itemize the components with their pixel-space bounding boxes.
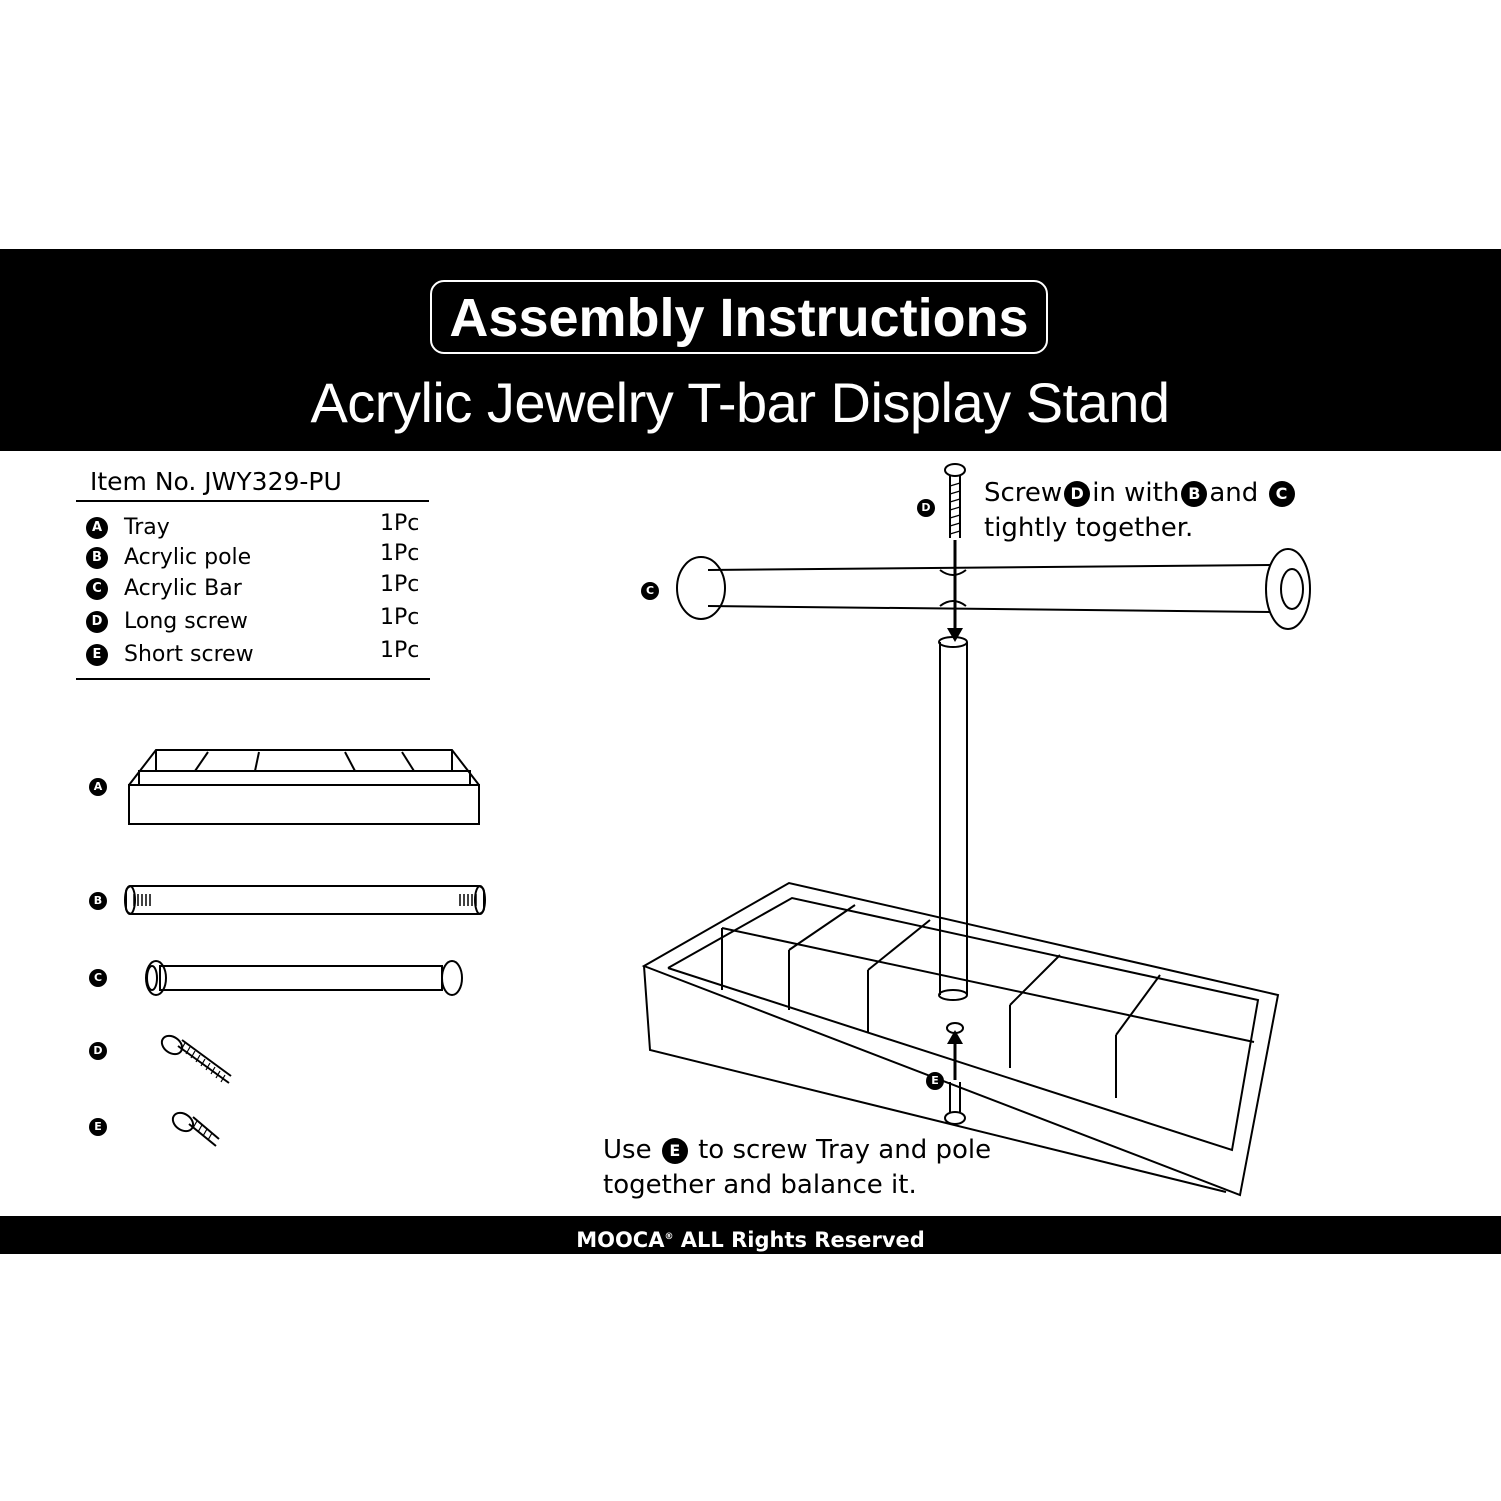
part-row-c: C Acrylic Bar 1Pc — [86, 572, 426, 604]
bar-part-illustration — [145, 960, 463, 996]
header-band — [0, 249, 1501, 451]
part-quantity: 1Pc — [380, 511, 420, 536]
parts-list-bottom-rule — [76, 678, 430, 680]
instruction-badge: E — [661, 1138, 688, 1164]
assembly-short-screw — [944, 1082, 966, 1125]
part-row-b: B Acrylic pole 1Pc — [86, 541, 426, 573]
parts-list-top-rule — [76, 500, 429, 502]
diagram-label-d: D — [89, 1042, 107, 1060]
long-screw-illustration — [160, 1034, 232, 1084]
arrow-down-head — [947, 628, 963, 642]
part-letter-badge: D — [86, 611, 108, 633]
part-name: Short screw — [124, 642, 254, 667]
part-letter-badge: A — [86, 517, 108, 539]
part-letter-badge: E — [86, 644, 108, 666]
part-row-a: A Tray 1Pc — [86, 511, 426, 543]
part-letter-badge: B — [86, 547, 108, 569]
page-title: Assembly Instructions — [430, 280, 1048, 354]
assembly-t-bar — [676, 548, 1311, 630]
assembly-long-screw — [944, 463, 966, 538]
diagram-label-a: A — [89, 778, 107, 796]
part-quantity: 1Pc — [380, 605, 420, 630]
part-row-d: D Long screw 1Pc — [86, 605, 426, 637]
tray-part-illustration — [128, 749, 480, 825]
assembly-label-c: C — [641, 582, 659, 600]
part-name: Long screw — [124, 609, 248, 634]
item-number: Item No. JWY329-PU — [90, 467, 342, 496]
part-name: Acrylic Bar — [124, 576, 242, 601]
part-row-e: E Short screw 1Pc — [86, 638, 426, 670]
diagram-label-c: C — [89, 969, 107, 987]
pole-part-illustration — [124, 885, 486, 915]
assembly-label-d: D — [917, 499, 935, 517]
brand-logo: MOOCA — [576, 1228, 665, 1252]
assembly-label-e: E — [926, 1072, 944, 1090]
diagram-label-b: B — [89, 892, 107, 910]
part-name: Tray — [124, 515, 170, 540]
diagram-label-e: E — [89, 1118, 107, 1136]
footer-band: MOOCA® ALL Rights Reserved — [0, 1216, 1501, 1254]
part-quantity: 1Pc — [380, 541, 420, 566]
part-name: Acrylic pole — [124, 545, 252, 570]
short-screw-illustration — [171, 1111, 220, 1147]
instruction-step-2: Use E to screw Tray and pole together an… — [603, 1135, 992, 1200]
instruction-badge: C — [1268, 481, 1295, 507]
part-letter-badge: C — [86, 578, 108, 600]
assembly-tray — [641, 881, 1280, 1197]
instruction-badge: B — [1181, 481, 1208, 507]
footer-rights: ALL Rights Reserved — [680, 1228, 925, 1252]
part-quantity: 1Pc — [380, 638, 420, 663]
registered-mark: ® — [664, 1232, 674, 1242]
page-subtitle: Acrylic Jewelry T-bar Display Stand — [310, 371, 1170, 434]
instruction-badge: D — [1064, 481, 1091, 507]
part-quantity: 1Pc — [380, 572, 420, 597]
arrow-up-head — [947, 1030, 963, 1044]
assembly-pole — [938, 636, 968, 1001]
